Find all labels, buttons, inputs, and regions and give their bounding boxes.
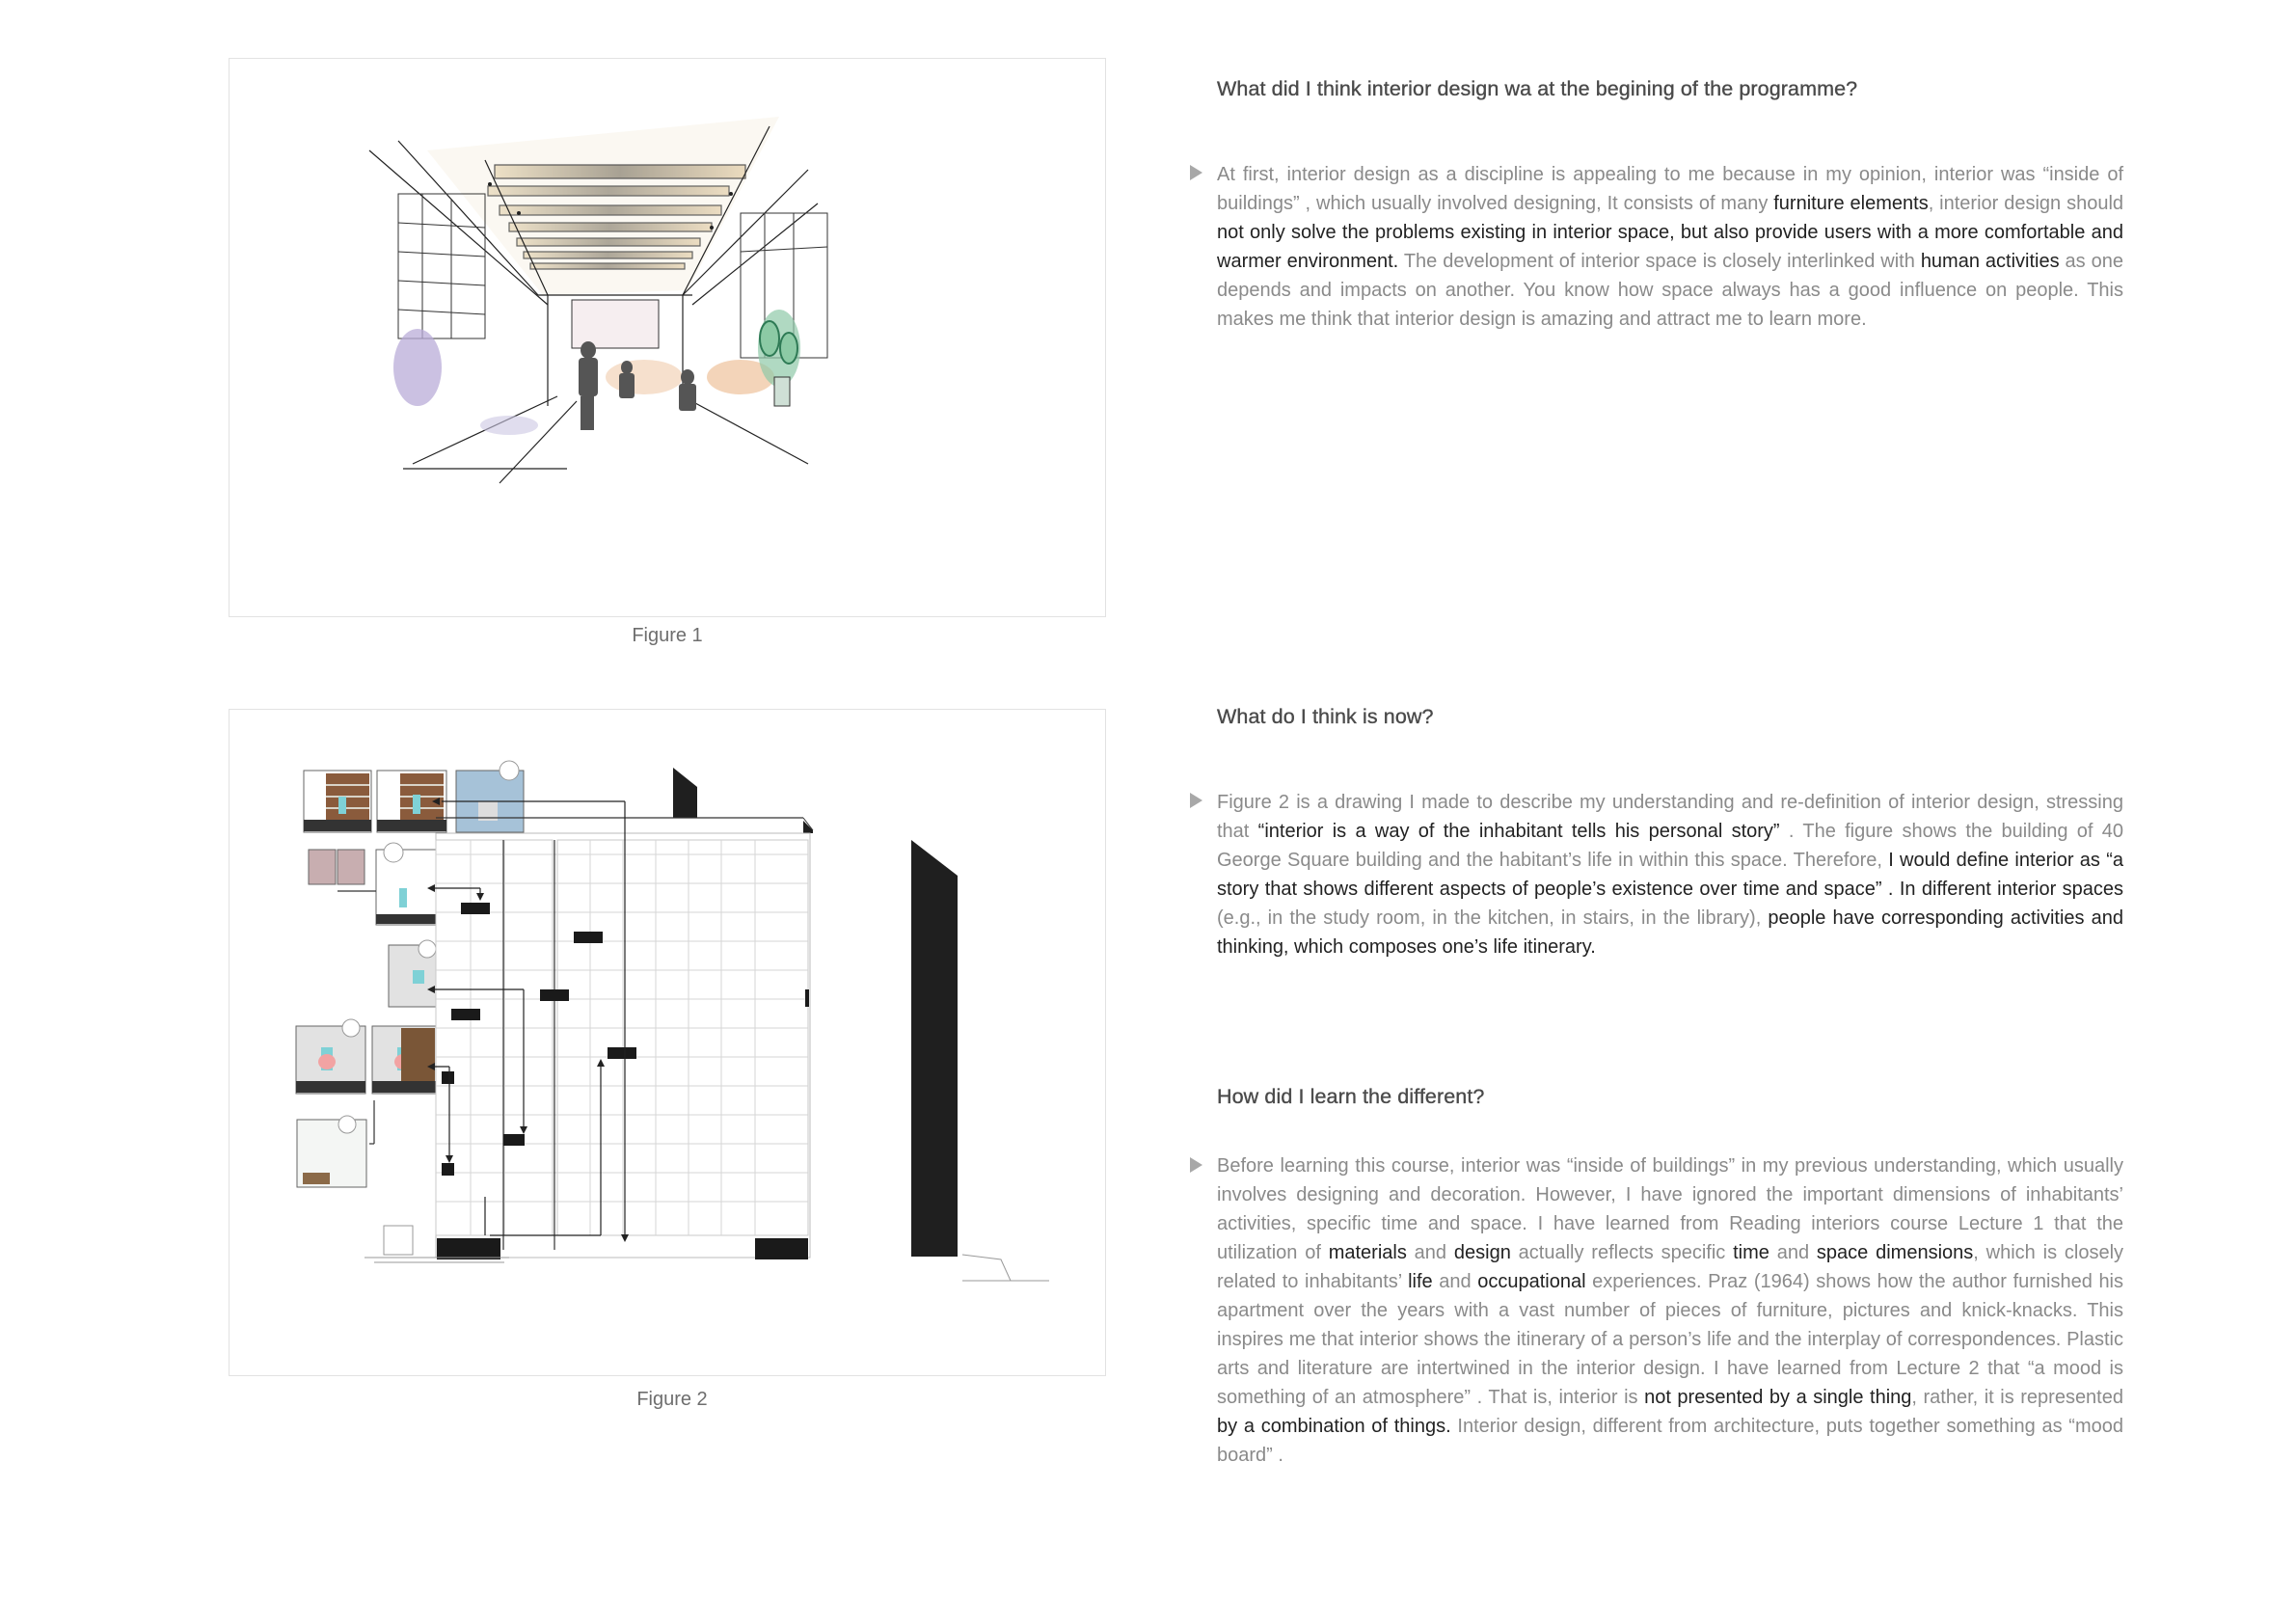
emphasized-text: not only solve the problems existing in … xyxy=(1217,222,2123,272)
body-text: experiences. Praz (1964) shows how the a… xyxy=(1217,1271,2124,1408)
body-text: , rather, it is represented xyxy=(1911,1387,2123,1408)
body-text: actually reflects specific xyxy=(1510,1242,1734,1263)
body-text: The development of interior space is clo… xyxy=(1398,251,1921,272)
body-text: and xyxy=(1432,1271,1478,1292)
figure-1-frame xyxy=(229,58,1106,617)
body-text: and xyxy=(1406,1242,1454,1263)
emphasized-text: by a combination of things. xyxy=(1217,1416,1451,1437)
emphasized-text: human activities xyxy=(1920,251,2060,272)
body-text: . The figure shows the building of 40 Ge… xyxy=(1217,821,2123,871)
emphasized-text: occupational xyxy=(1477,1271,1586,1292)
interior-sketch-image xyxy=(368,117,828,484)
body-text: At first, interior design as a disciplin… xyxy=(1217,164,2123,214)
emphasized-text: materials xyxy=(1328,1242,1407,1263)
bullet-triangle-icon xyxy=(1190,165,1202,180)
emphasized-text: design xyxy=(1453,1242,1511,1263)
emphasized-text: not presented by a single thing xyxy=(1644,1387,1912,1408)
section-1-heading: What did I think interior design wa at t… xyxy=(1217,77,1858,100)
emphasized-text: life xyxy=(1408,1271,1433,1292)
body-text: , which is closely related to inhabitant… xyxy=(1217,1242,2124,1292)
emphasized-text: furniture elements xyxy=(1773,193,1929,214)
figure-1-caption: Figure 1 xyxy=(632,625,703,646)
emphasized-text: “interior is a way of the inhabitant tel… xyxy=(1257,821,1780,842)
body-text: , interior design should xyxy=(1928,193,2124,214)
body-text: (e.g., in the study room, in the kitchen… xyxy=(1217,907,1769,929)
body-text: Figure 2 is a drawing I made to describe… xyxy=(1217,792,2123,842)
section-2-paragraph: Figure 2 is a drawing I made to describe… xyxy=(1217,788,2123,961)
emphasized-text: people have corresponding activities and… xyxy=(1217,907,2123,958)
figure-2-frame xyxy=(229,709,1106,1376)
body-text: Before learning this course, interior wa… xyxy=(1217,1155,2123,1263)
body-text: and xyxy=(1769,1242,1817,1263)
emphasized-text: time xyxy=(1733,1242,1769,1263)
building-elevation-diagram xyxy=(295,760,1049,1282)
section-2-heading: What do I think is now? xyxy=(1217,705,1434,728)
section-3-paragraph: Before learning this course, interior wa… xyxy=(1217,1151,2123,1470)
bullet-triangle-icon xyxy=(1190,1157,1202,1173)
section-1-paragraph: At first, interior design as a disciplin… xyxy=(1217,160,2123,334)
section-3-heading: How did I learn the different? xyxy=(1217,1085,1485,1108)
bullet-triangle-icon xyxy=(1190,793,1202,808)
emphasized-text: I would define interior as “a story that… xyxy=(1217,850,2123,900)
emphasized-text: space dimensions xyxy=(1816,1242,1974,1263)
figure-2-caption: Figure 2 xyxy=(636,1389,708,1410)
body-text: Interior design, different from architec… xyxy=(1217,1416,2124,1466)
body-text: as one depends and impacts on another. Y… xyxy=(1217,251,2123,330)
